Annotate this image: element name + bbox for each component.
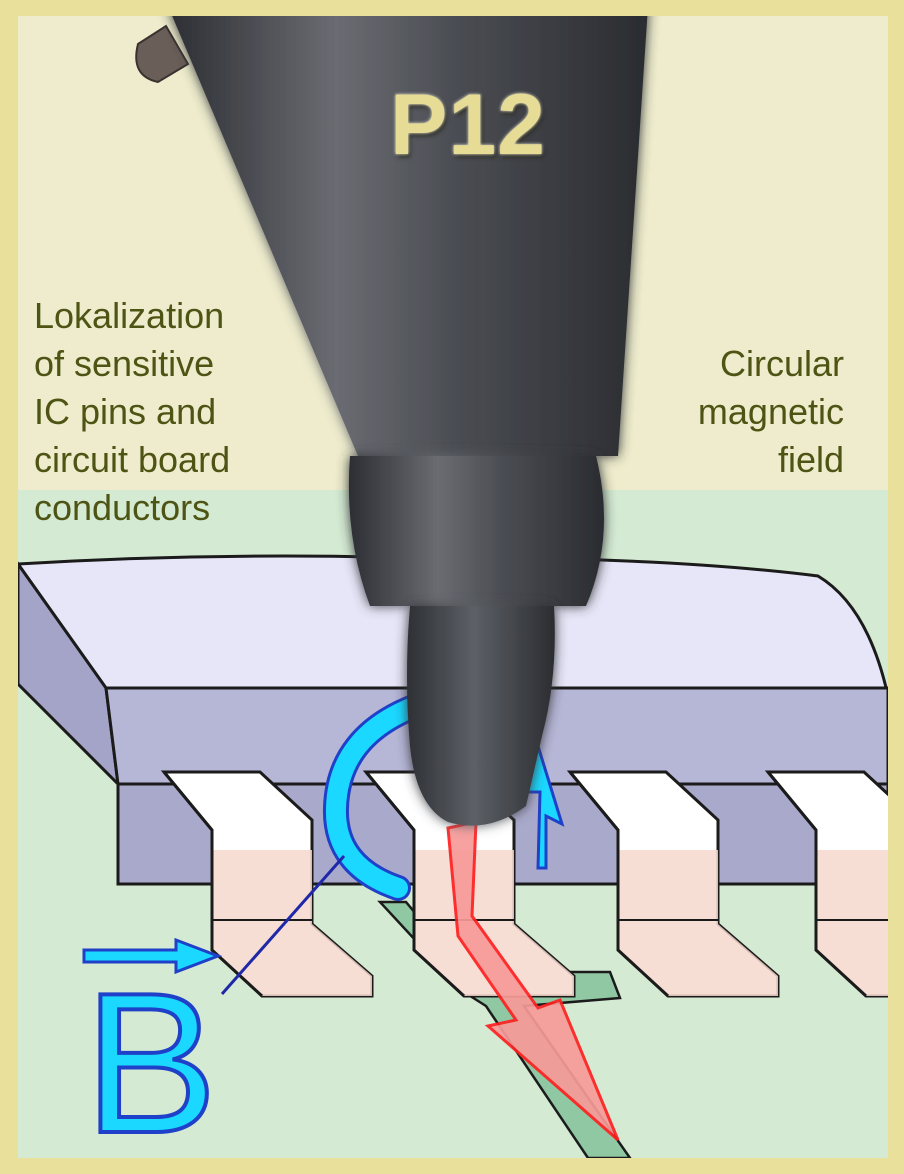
probe-icon bbox=[135, 16, 648, 826]
label-magnetic-field: Circular magnetic field bbox=[697, 343, 844, 480]
current-arrow-icon bbox=[446, 820, 620, 1142]
label-localization: Lokalization of sensitive IC pins and ci… bbox=[34, 295, 231, 528]
probe-name: P12 bbox=[389, 77, 547, 173]
illustration: Lokalization of sensitive IC pins and ci… bbox=[18, 16, 888, 1158]
ic-pin-3 bbox=[566, 770, 780, 998]
magnetic-field-arc-icon bbox=[322, 693, 565, 901]
vector-arrow-icon bbox=[82, 937, 223, 975]
scene-svg bbox=[18, 16, 888, 1158]
field-pointer-line bbox=[220, 855, 346, 995]
ic-pin-4 bbox=[764, 770, 888, 998]
ic-pin-1 bbox=[160, 770, 374, 998]
field-symbol: B bbox=[82, 952, 219, 1159]
